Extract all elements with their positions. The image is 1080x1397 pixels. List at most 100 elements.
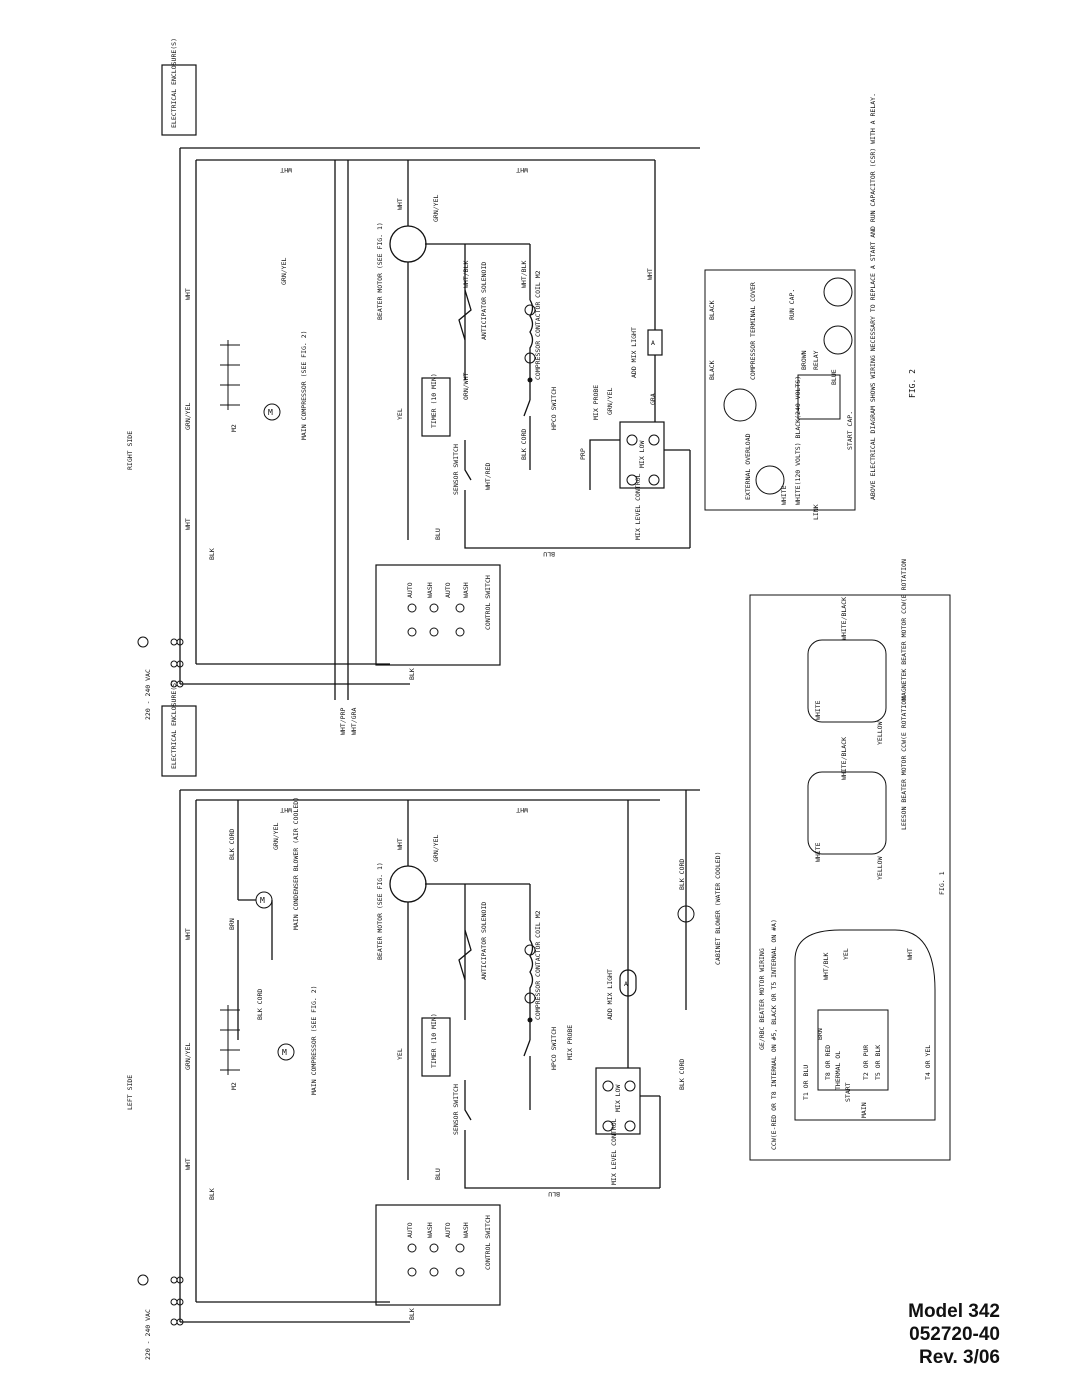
fig1-ge-note: CCW(E-RED OR T8 INTERNAL ON #5, BLACK OR… [770,919,778,1150]
fig2-run-cap: RUN CAP. [788,289,796,320]
switch-label-wash: WASH [462,582,470,598]
wire-label-wht-gra: WHT/GRA [350,708,358,735]
wire-label-wht: WHT [516,166,528,174]
cabinet-blower-motor [677,905,695,923]
mix-level-label: MIX LEVEL CONTROL [634,473,642,540]
wire-label-wht: WHT [184,1158,192,1170]
timer-label: TIMER (10 MIN) [430,1013,438,1068]
fig2-relay-wiring: BLACK BLACK COMPRESSOR TERMINAL COVER BR… [704,93,917,520]
sensor-switch-label: SENSOR SWITCH [452,1084,460,1135]
control-switch-label: CONTROL SWITCH [484,1215,492,1270]
main-condenser-blower: M MAIN CONDENSER BLOWER (AIR COOLED) BLK… [228,797,300,1040]
wire-label-wht: WHT [280,806,292,814]
blk-cord-label: BLK CORD [256,989,264,1020]
add-mix-mark: A [624,980,628,988]
wire-label-grn-yel: GRN/YEL [432,195,440,222]
fig1-wire-white: WHITE [814,842,822,862]
part-number-label: 052720-40 [909,1324,1000,1345]
wire-label-grn-yel: GRN/YEL [184,403,192,430]
wire-label-wht: WHT [280,166,292,174]
fig1-wire-yellow: YELLOW [876,856,884,880]
fig1-t8: T8 OR RED [824,1045,832,1080]
wire-label-blu: BLU [434,528,442,540]
control-switch-box [375,1204,501,1306]
fig1-main: MAIN [860,1102,868,1118]
switch-label-wash: WASH [462,1222,470,1238]
right-side-schematic: ELECTRICAL ENCLOSURE(S) 220 - 240 VAC RI… [126,38,917,720]
wire-label-grn-yel: GRN/YEL [606,388,614,415]
wire-label-grn-yel: GRN/YEL [280,258,288,285]
beater-motor [389,865,427,903]
control-switch-box [375,564,501,666]
main-compressor-contactor: M M2 MAIN COMPRESSOR (SEE FIG. 2) [220,330,308,440]
main-compressor-label: MAIN COMPRESSOR (SEE FIG. 2) [310,985,318,1095]
wire-label-blk: BLK [408,668,416,680]
control-switch-label: CONTROL SWITCH [484,575,492,630]
switch-label-wash: WASH [426,1222,434,1238]
timer-box [421,1017,451,1077]
title-block: Model 342 052720-40 Rev. 3/06 [880,1300,1000,1369]
anticipator-label: ANTICIPATOR SOLENOID [480,262,488,340]
switch-label-auto: AUTO [406,582,414,598]
fig1-t5: T5 OR BLK [874,1045,882,1080]
fig1-wht-blk: WHT/BLK [822,953,830,980]
wire-label-grn-yel: GRN/YEL [432,835,440,862]
fig1-magnetek: MAGNETEK BEATER MOTOR CCW(E ROTATION [900,559,908,700]
wire-label-wht-blk: WHT/BLK [520,261,528,288]
beater-motor-label: BEATER MOTOR (SEE FIG. 1) [376,222,384,320]
fig1-label: FIG. 1 [938,871,946,895]
fig2-wire-blue: BLUE [830,369,838,385]
svg-text:M: M [268,408,273,417]
fig2-note: ABOVE ELECTRICAL DIAGRAM SHOWS WIRING NE… [869,93,877,500]
mix-level-control-box [595,1067,641,1135]
timer-box [421,377,451,437]
fig2-wire-brown: BROWN [800,350,808,370]
wire-label-blk: BLK [408,1308,416,1320]
ground-icon [137,1274,149,1286]
wire-label-blu: BLU [548,1190,560,1198]
wire-label-wht: WHT [646,268,654,280]
add-mix-light [647,329,663,356]
wire-label-blu: BLU [434,1168,442,1180]
left-side-heading: LEFT SIDE [126,1075,134,1110]
fig2-volts-note: WHITE(120 VOLTS) BLACK(240 VOLTS) [794,376,802,505]
mix-low-label: MIX LOW [638,441,646,468]
svg-text:M: M [282,1048,287,1057]
fig1-t1: T1 OR BLU [802,1065,810,1100]
beater-motor: BEATER MOTOR (SEE FIG. 1) [376,222,427,320]
svg-text:M: M [260,896,265,905]
wire-label-wht-red: WHT/RED [484,463,492,490]
ground-icon [137,636,149,648]
control-switch-contacts [407,603,465,637]
wire-label-grn-yel: GRN/YEL [272,823,280,850]
wire-label-brn: BRN [228,918,236,930]
fig1-yel: YEL [842,948,850,960]
fig1-ge-title: GE/RBC BEATER MOTOR WIRING [758,948,766,1050]
wire-label-orn-wht: ORN/WHT [462,373,470,400]
m2-label: M2 [230,424,238,432]
fig1-beater-motor-wiring: WHITE WHITE/BLACK YELLOW MAGNETEK BEATER… [749,559,951,1161]
fig2-start-cap: START CAP. [846,411,854,450]
wire-label-gra: GRA [649,393,657,405]
blk-cord-label: BLK CORD [678,859,686,890]
fig1-t4: T4 OR YEL [924,1045,932,1080]
fig2-link: LINK [812,504,820,520]
wire-label-yel: YEL [396,1048,404,1060]
mix-low-label: MIX LOW [614,1085,622,1112]
add-mix-mark: A [651,339,655,347]
supply-voltage-label: 220 - 240 VAC [144,1309,152,1360]
fig2-terminal-cover: COMPRESSOR TERMINAL COVER [749,282,757,380]
wire-label-grn-yel: GRN/YEL [184,1043,192,1070]
enclosure-label: ELECTRICAL ENCLOSURE(S) [170,679,178,769]
add-mix-label: ADD MIX LIGHT [606,969,614,1020]
wire-label-wht-prp: WHT/PRP [339,708,347,735]
right-side-heading: RIGHT SIDE [126,431,134,470]
wire-label-blk: BLK [208,1188,216,1200]
enclosure-label: ELECTRICAL ENCLOSURE(S) [170,38,178,128]
switch-label-auto: AUTO [444,1222,452,1238]
m2-label: M2 [230,1082,238,1090]
mix-level-label: MIX LEVEL CONTROL [610,1118,618,1185]
fig1-start: START [844,1082,852,1102]
fig1-wire-white-black: WHITE/BLACK [840,597,848,640]
